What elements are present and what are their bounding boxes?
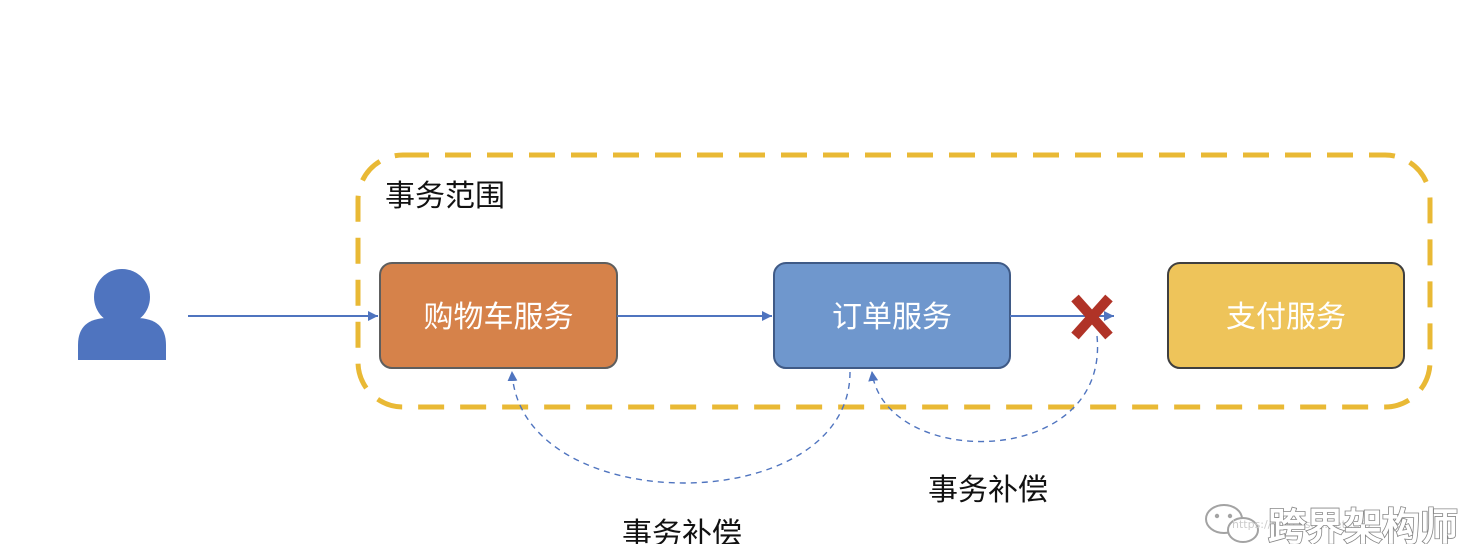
- compensation-label-left: 事务补偿: [622, 517, 742, 544]
- compensation-arrow-failure-to-order: [868, 335, 1099, 443]
- wechat-logo-icon: [1205, 504, 1259, 543]
- service-label-cart: 购物车服务: [424, 300, 574, 335]
- transaction-scope-label: 事务范围: [385, 179, 505, 214]
- compensation-label-right: 事务补偿: [928, 473, 1048, 508]
- service-box-order: 订单服务: [773, 262, 1011, 369]
- service-box-payment: 支付服务: [1167, 262, 1405, 369]
- service-label-payment: 支付服务: [1226, 300, 1346, 335]
- service-label-order: 订单服务: [832, 300, 952, 335]
- transaction-scope-border: [355, 152, 1433, 410]
- compensation-arrow-order-to-cart: [507, 371, 851, 484]
- watermark-url: https://blog.csdn.net/.../3: [1232, 518, 1371, 531]
- failure-x-icon: [1071, 294, 1113, 340]
- user-icon: [78, 269, 166, 360]
- watermark-brand: 跨界架构师: [1268, 505, 1458, 544]
- watermark: https://blog.csdn.net/.../3 跨界架构师: [1205, 504, 1459, 544]
- service-box-cart: 购物车服务: [379, 262, 618, 369]
